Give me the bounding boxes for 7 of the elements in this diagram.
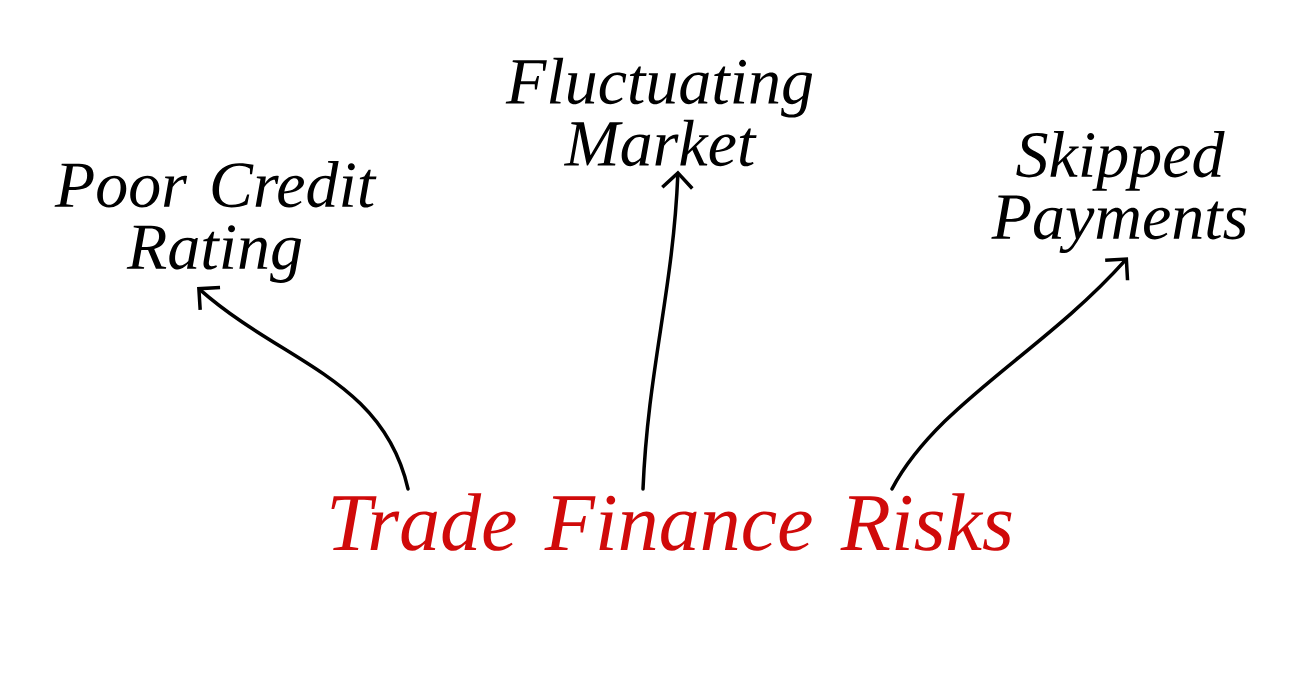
curved-arrow: [197, 285, 410, 491]
title-text: Trade Finance Risks: [331, 493, 1012, 551]
risk-label: Skipped Payments: [991, 130, 1247, 253]
risk-label: Fluctuating Market: [505, 57, 813, 167]
risk-label: Poor Credit Rating: [54, 161, 377, 283]
curved-arrow: [641, 170, 694, 491]
curved-arrow: [890, 257, 1130, 491]
